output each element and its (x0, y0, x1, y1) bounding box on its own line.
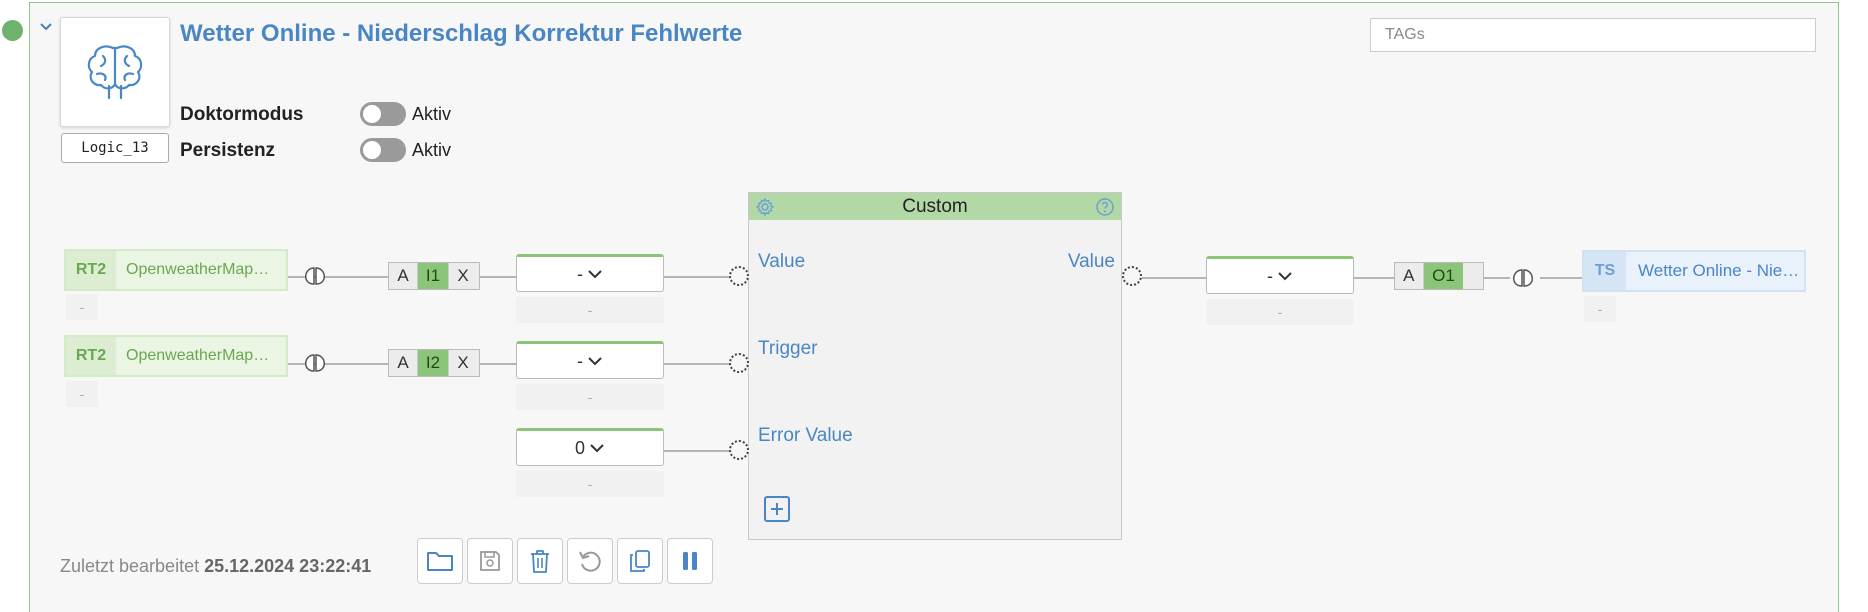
select-value: - (1267, 265, 1273, 286)
save-icon (480, 551, 500, 571)
input-port-2[interactable]: A I2 X (388, 349, 480, 377)
doktormodus-label: Doktormodus (180, 104, 304, 125)
last-edited-label: Zuletzt bearbeitet (60, 556, 200, 576)
trash-icon (531, 550, 549, 573)
wire (480, 276, 516, 278)
block-input-error-value: Error Value (758, 425, 853, 446)
plus-square-icon[interactable] (763, 495, 791, 523)
connector-icon[interactable] (1508, 268, 1538, 288)
block-title: Custom (749, 193, 1121, 220)
wire (1540, 277, 1582, 279)
chevron-down-icon (588, 270, 602, 279)
last-edited-value: 25.12.2024 23:22:41 (204, 556, 372, 576)
logic-id-label: Logic_13 (61, 133, 169, 163)
wire (664, 363, 738, 365)
open-button[interactable] (417, 538, 463, 584)
wire (664, 276, 738, 278)
select-subvalue: - (1206, 299, 1354, 325)
undo-button[interactable] (567, 538, 613, 584)
wire (1140, 277, 1206, 279)
select-subvalue: - (516, 297, 664, 323)
port-a-label: A (1395, 263, 1424, 289)
block-output-value: Value (1067, 251, 1115, 272)
output-port-value[interactable] (1122, 266, 1142, 286)
input-select-3[interactable]: 0 (516, 428, 664, 466)
wire (480, 363, 516, 365)
port-name: I1 (418, 263, 448, 289)
select-value: - (577, 350, 583, 371)
doktormodus-toggle-label: Aktiv (412, 104, 452, 124)
source-type: RT2 (66, 337, 116, 375)
output-port-1[interactable]: A O1 (1394, 262, 1484, 290)
wire (288, 276, 388, 278)
input-port-value[interactable] (729, 266, 749, 286)
delete-button[interactable] (517, 538, 563, 584)
select-subvalue: - (516, 384, 664, 410)
chevron-down-icon (588, 357, 602, 366)
port-name: O1 (1423, 263, 1464, 289)
output-destination[interactable]: TS Wetter Online - Nie… (1582, 250, 1806, 292)
pause-button[interactable] (667, 538, 713, 584)
port-a-label: A (389, 263, 418, 289)
block-input-trigger: Trigger (758, 338, 818, 359)
source-name: OpenweatherMap… (126, 347, 270, 364)
connector-icon[interactable] (300, 353, 330, 373)
doktormodus-toggle[interactable] (360, 102, 406, 126)
save-button[interactable] (467, 538, 513, 584)
port-a-label: A (389, 350, 418, 376)
source-name: OpenweatherMap… (126, 261, 270, 278)
status-indicator (2, 20, 23, 41)
source-type: RT2 (66, 251, 116, 289)
output-select[interactable]: - (1206, 256, 1354, 294)
custom-block[interactable]: Custom Value Trigger Error Value Value (748, 192, 1122, 540)
select-value: 0 (574, 437, 585, 458)
copy-button[interactable] (617, 538, 663, 584)
persistenz-toggle[interactable] (360, 138, 406, 162)
input-select-2[interactable]: - (516, 341, 664, 379)
undo-icon (579, 551, 601, 572)
wire (1352, 277, 1394, 279)
block-input-value: Value (758, 251, 806, 272)
input-port-1[interactable]: A I1 X (388, 262, 480, 290)
persistenz-toggle-label: Aktiv (412, 140, 452, 160)
input-select-1[interactable]: - (516, 254, 664, 292)
wire (288, 363, 388, 365)
brain-icon (87, 45, 143, 100)
folder-icon (427, 552, 453, 571)
destination-subvalue: - (1584, 296, 1616, 322)
chevron-down-icon (1278, 272, 1292, 281)
chevron-down-icon (590, 444, 604, 453)
input-port-trigger[interactable] (729, 353, 749, 373)
port-name: I2 (418, 350, 448, 376)
source-subvalue: - (66, 381, 98, 407)
chevron-down-icon[interactable] (36, 19, 56, 39)
port-x-button[interactable]: X (448, 350, 477, 376)
connector-icon[interactable] (300, 266, 330, 286)
copy-icon (630, 550, 650, 572)
logic-icon-card[interactable] (60, 17, 170, 127)
gear-icon[interactable] (755, 197, 775, 217)
port-x-button[interactable]: X (448, 263, 477, 289)
select-value: - (577, 263, 583, 284)
wire (1484, 277, 1510, 279)
input-source-2[interactable]: RT2 OpenweatherMap… (64, 335, 288, 377)
persistenz-label: Persistenz (180, 140, 276, 161)
destination-name: Wetter Online - Nie… (1638, 261, 1800, 280)
select-subvalue: - (516, 471, 664, 497)
tags-input[interactable]: TAGs (1370, 18, 1816, 52)
last-edited: Zuletzt bearbeitet 25.12.2024 23:22:41 (60, 556, 371, 577)
input-port-error-value[interactable] (729, 440, 749, 460)
source-subvalue: - (66, 294, 98, 320)
destination-type: TS (1584, 252, 1626, 290)
help-circle-icon[interactable] (1095, 197, 1115, 217)
page-title: Wetter Online - Niederschlag Korrektur F… (180, 20, 743, 47)
pause-icon (683, 552, 697, 570)
wire (664, 450, 738, 452)
port-spacer (1463, 263, 1483, 289)
input-source-1[interactable]: RT2 OpenweatherMap… (64, 249, 288, 291)
